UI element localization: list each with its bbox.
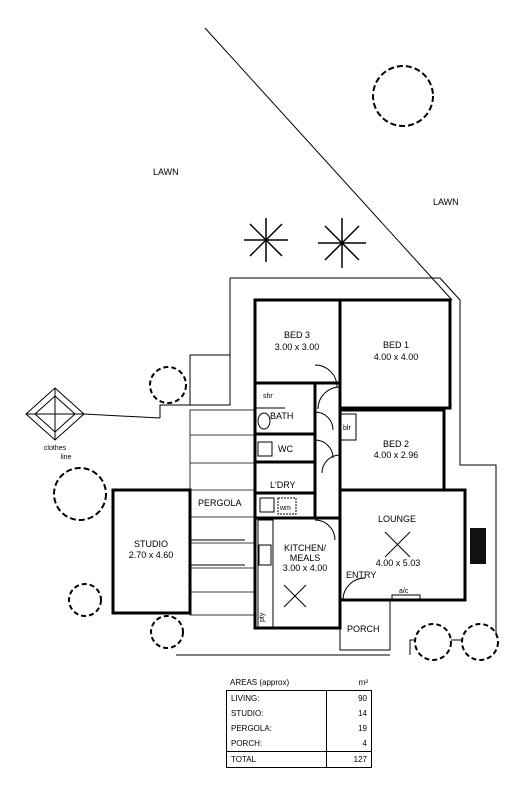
clothes-line-label: clothes	[44, 445, 67, 452]
sink	[258, 544, 272, 566]
lawn-label: LAWN	[153, 167, 179, 177]
room-size-bed2: 4.00 x 2.96	[374, 450, 419, 460]
area-value: 4	[362, 739, 367, 748]
room-bed1	[338, 298, 452, 410]
lawn-label: LAWN	[433, 197, 459, 207]
area-name: PORCH:	[227, 736, 327, 751]
blr-cupboard	[339, 413, 357, 441]
basin	[257, 412, 271, 430]
room-label-bath: BATH	[270, 411, 293, 421]
door-swing	[314, 519, 336, 541]
ceiling-fan	[384, 531, 411, 558]
tree-icon	[150, 615, 184, 649]
tree-icon	[53, 467, 107, 521]
porch-area	[339, 599, 391, 651]
tree-icon	[461, 623, 499, 661]
pergola-paving	[189, 409, 256, 616]
areas-box: LIVING: 90 STUDIO: 14 PERGOLA: 19 PORCH:…	[226, 690, 372, 768]
area-total-value: 127	[353, 755, 367, 764]
area-name: LIVING:	[227, 691, 327, 706]
door-swing	[314, 364, 338, 388]
room-size-kitchen: 3.00 x 4.00	[283, 563, 328, 573]
area-row: PORCH: 4	[227, 736, 371, 751]
blr-label: blr	[343, 425, 351, 432]
clothes-line	[25, 387, 161, 441]
room-label-bed1: BED 1	[383, 340, 409, 350]
palm-icon	[244, 218, 288, 262]
tree-icon	[414, 623, 452, 661]
palm-icon	[318, 218, 366, 268]
room-kitchen	[253, 516, 342, 630]
room-label-ldry: L'DRY	[270, 480, 296, 490]
tree-icon	[149, 366, 187, 404]
shr-label: shr	[263, 393, 273, 400]
laundry-tub	[259, 497, 275, 513]
area-value: 90	[358, 694, 367, 703]
areas-table: AREAS (approx) m² LIVING: 90 STUDIO: 14 …	[226, 674, 372, 768]
room-label-lounge: LOUNGE	[378, 514, 416, 524]
toilet	[257, 441, 273, 457]
garden-pad	[189, 354, 231, 406]
area-row: STUDIO: 14	[227, 706, 371, 721]
wm-box	[277, 497, 297, 515]
door-swing	[321, 454, 341, 474]
room-label-meals: MEALS	[290, 553, 321, 563]
pergola-label: PERGOLA	[198, 498, 242, 508]
room-size-lounge: 4.00 x 5.03	[376, 558, 421, 568]
entry-label: ENTRY	[346, 570, 376, 580]
fireplace	[470, 528, 486, 564]
pantry-label: pty	[259, 612, 266, 622]
room-size-bed1: 4.00 x 4.00	[374, 352, 419, 362]
door-swing	[314, 411, 334, 431]
area-name: PERGOLA:	[227, 721, 327, 736]
wm-label: wm	[279, 505, 291, 512]
ceiling-fan	[283, 584, 307, 608]
areas-title: AREAS (approx)	[230, 677, 290, 687]
area-total-row: TOTAL 127	[227, 751, 371, 767]
clothes-line-label: line	[61, 454, 72, 461]
room-label-bed3: BED 3	[284, 330, 310, 340]
room-label-studio: STUDIO	[134, 539, 168, 549]
areas-unit: m²	[358, 677, 368, 687]
ac-label: a/c	[399, 588, 409, 595]
room-label-wc: WC	[278, 444, 293, 454]
room-size-studio: 2.70 x 4.60	[129, 550, 174, 560]
area-value: 14	[358, 709, 367, 718]
ac-unit	[391, 594, 421, 602]
areas-header: AREAS (approx) m²	[226, 674, 372, 690]
area-row: LIVING: 90	[227, 691, 371, 706]
room-label-kitchen: KITCHEN/	[284, 543, 327, 553]
tree-icon	[68, 583, 102, 617]
door-swing	[314, 439, 334, 459]
property-boundary-line	[204, 27, 453, 301]
door-swing	[342, 577, 366, 601]
area-value: 19	[358, 724, 367, 733]
area-total-label: TOTAL	[227, 752, 327, 767]
kitchen-bench	[257, 519, 274, 629]
site-boundary-right	[230, 277, 497, 655]
area-row: PERGOLA: 19	[227, 721, 371, 736]
porch-label: PORCH	[347, 624, 380, 634]
room-label-bed2: BED 2	[383, 439, 409, 449]
room-lounge	[338, 488, 467, 602]
door-swing	[317, 386, 341, 410]
room-size-bed3: 3.00 x 3.00	[275, 342, 320, 352]
tree-icon	[372, 65, 434, 127]
area-name: STUDIO:	[227, 706, 327, 721]
